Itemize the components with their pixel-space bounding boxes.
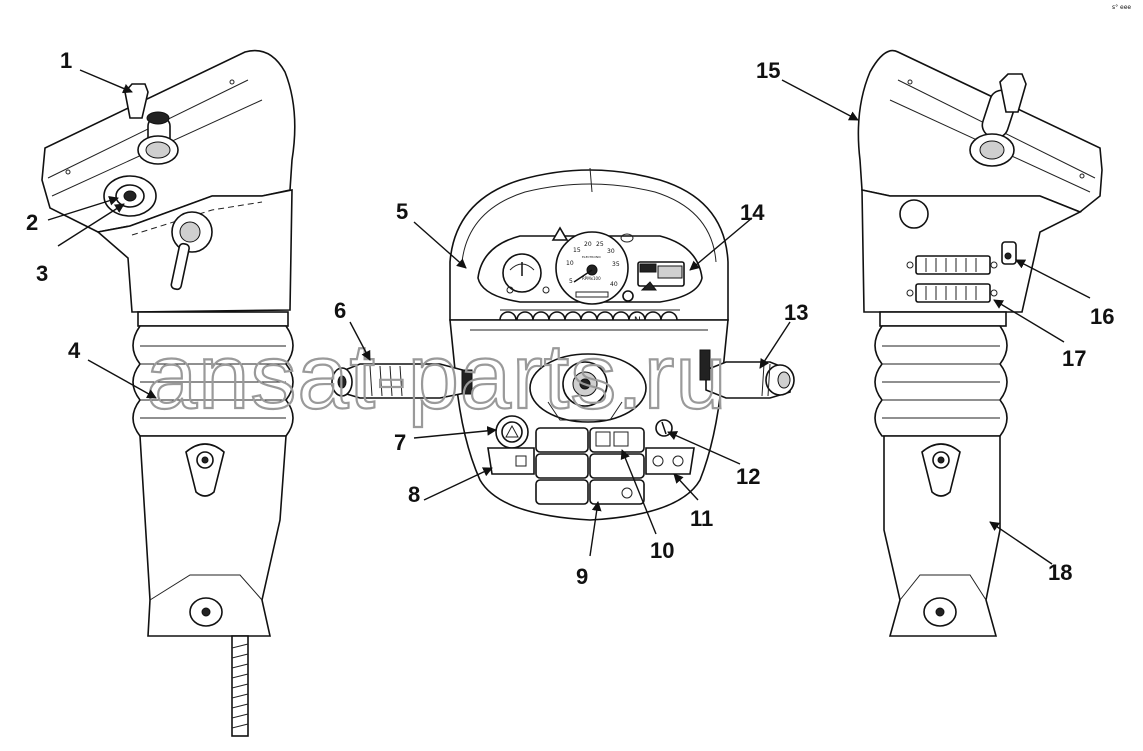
adjustment-lever — [170, 211, 213, 291]
right-side-view — [857, 49, 1103, 637]
callout-12: 12 — [736, 464, 760, 489]
leader-18 — [989, 521, 1053, 565]
hazard-button — [495, 415, 529, 449]
leader-11 — [673, 473, 699, 501]
leader-13 — [759, 321, 791, 369]
tach-brand: ELECTRONIC — [582, 255, 601, 259]
right-head-housing — [857, 49, 1103, 213]
callout-5: 5 — [396, 199, 408, 224]
leader-3 — [57, 203, 125, 247]
switch-block-left — [487, 447, 535, 475]
tach-tick-20: 20 — [584, 241, 592, 248]
callout-4: 4 — [68, 338, 81, 363]
callout-16: 16 — [1090, 304, 1114, 329]
light-switch-stalk — [331, 363, 473, 399]
relay-bank-upper — [906, 255, 998, 275]
leader-6 — [349, 321, 371, 361]
leader-7 — [413, 425, 497, 439]
callout-3: 3 — [36, 261, 48, 286]
leader-17 — [993, 299, 1065, 343]
leader-15 — [781, 79, 859, 121]
callout-18: 18 — [1048, 560, 1072, 585]
steering-hub — [529, 353, 647, 423]
leader-lines — [47, 69, 1091, 565]
tach-unit: RPMx100 — [582, 276, 601, 281]
callout-14: 14 — [740, 200, 765, 225]
tach-tick-25: 25 — [596, 241, 604, 248]
steering-shaft — [231, 635, 249, 737]
tach-tick-35: 35 — [612, 261, 620, 268]
watermark: ansat-parts.ru — [146, 326, 728, 428]
center-front-view: 5 10 15 20 25 30 35 40 ELECTRONIC RPMx10… — [331, 167, 795, 521]
leader-8 — [423, 467, 493, 501]
right-lower-bolt — [923, 597, 957, 627]
leader-5 — [413, 221, 467, 269]
right-bellows — [874, 311, 1008, 437]
tach-tick-40: 40 — [610, 281, 618, 288]
switch-block-center — [535, 427, 645, 505]
leader-12 — [667, 431, 741, 465]
left-bellows — [132, 311, 294, 437]
relay-bank-lower — [906, 283, 998, 303]
right-lower-column — [883, 435, 1001, 637]
hazard-warning-icon — [551, 226, 569, 241]
callout-9: 9 — [576, 564, 588, 589]
ignition-switch — [103, 175, 157, 217]
leader-1 — [79, 69, 133, 94]
wiper-switch-stalk — [699, 349, 795, 399]
leader-14 — [689, 217, 753, 271]
callout-2: 2 — [26, 210, 38, 235]
tach-tick-30: 30 — [607, 248, 615, 255]
callout-labels: 1 2 3 4 5 6 7 8 9 10 11 12 13 14 15 16 1… — [26, 48, 1114, 589]
leader-16 — [1015, 259, 1091, 299]
leader-2 — [47, 195, 119, 221]
left-lower-bolt — [189, 597, 223, 627]
tachometer: 5 10 15 20 25 30 35 40 ELECTRONIC RPMx10… — [555, 231, 629, 305]
switch-block-right — [645, 447, 695, 475]
callout-15: 15 — [756, 58, 780, 83]
right-tilt-lever — [969, 73, 1027, 167]
callout-10: 10 — [650, 538, 674, 563]
tach-tick-5: 5 — [569, 278, 573, 285]
callout-11: 11 — [690, 506, 713, 531]
callout-6: 6 — [334, 298, 346, 323]
callout-17: 17 — [1062, 346, 1086, 371]
leader-9 — [589, 501, 602, 557]
leader-10 — [620, 449, 657, 535]
callout-8: 8 — [408, 482, 420, 507]
callout-1: 1 — [60, 48, 72, 73]
tach-tick-15: 15 — [573, 247, 581, 254]
connector — [1001, 241, 1017, 265]
tach-tick-10: 10 — [566, 260, 574, 267]
leader-4 — [87, 359, 157, 399]
left-upper-bolt — [185, 443, 225, 497]
instrument-panel: 5 10 15 20 25 30 35 40 ELECTRONIC RPMx10… — [477, 226, 703, 305]
callout-13: 13 — [784, 300, 808, 325]
callout-7: 7 — [394, 430, 406, 455]
right-upper-bolt — [921, 443, 961, 497]
corner-mark: s° eee — [1112, 4, 1131, 11]
